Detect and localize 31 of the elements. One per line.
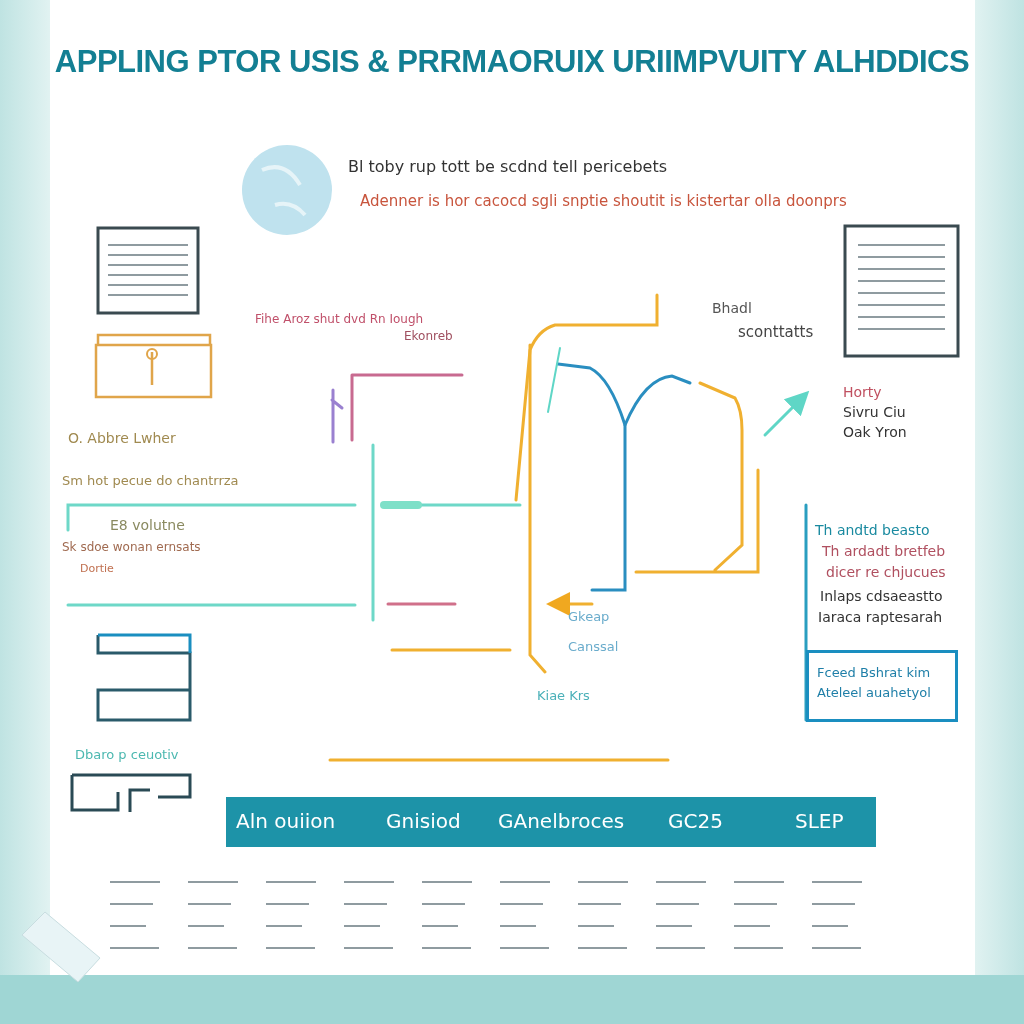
text-label: Iaraca raptesarah: [818, 609, 943, 626]
text-label: Sivru Ciu: [843, 404, 906, 421]
text-label: Th ardadt bretfeb: [822, 543, 946, 560]
text-label: Th andtd beasto: [815, 522, 930, 539]
text-label: Dortie: [80, 563, 114, 576]
text-label: Sk sdoe wonan ernsats: [62, 541, 201, 555]
tab-item: GC25: [668, 809, 723, 833]
text-label: sconttatts: [738, 324, 814, 342]
box-text: Fceed Bshrat kim Ateleel auahetyol: [817, 665, 931, 700]
text-label: dicer re chjucues: [826, 564, 946, 581]
text-label: Dbaro p ceuotiv: [75, 748, 179, 763]
text-label: Canssal: [568, 640, 619, 655]
tab-item: GAnelbroces: [498, 809, 625, 833]
text-label: Bl toby rup tott be scdnd tell pericebets: [348, 158, 668, 177]
text-label: Ekonreb: [404, 330, 453, 344]
text-label: Horty: [843, 384, 882, 401]
text-label: Kiae Krs: [537, 689, 590, 704]
text-label: O. Abbre Lwher: [68, 430, 176, 447]
text-box: [806, 650, 958, 722]
text-label: Fihe Aroz shut dvd Rn Iough: [255, 313, 424, 327]
text-label: Inlaps cdsaeastto: [820, 588, 943, 605]
tab-item: Gnisiod: [386, 809, 461, 833]
title: APPLING PTOR USIS & PRRMAORUIX URIIMPVUITY ALHDDICS: [53, 44, 971, 80]
text-label: Bhadl: [712, 300, 752, 317]
text-label: Adenner is hor cacocd sgli snptie shoutit is kistertar olla doonprs: [360, 193, 847, 211]
text-label: Oak Yron: [843, 424, 907, 441]
tab-item: Aln ouiion: [236, 809, 336, 833]
text-label: E8 volutne: [110, 517, 185, 534]
text-label: Sm hot pecue do chantrrza: [62, 474, 239, 489]
text-label: Gkeap: [568, 610, 610, 625]
tab-item: SLEP: [795, 809, 844, 833]
